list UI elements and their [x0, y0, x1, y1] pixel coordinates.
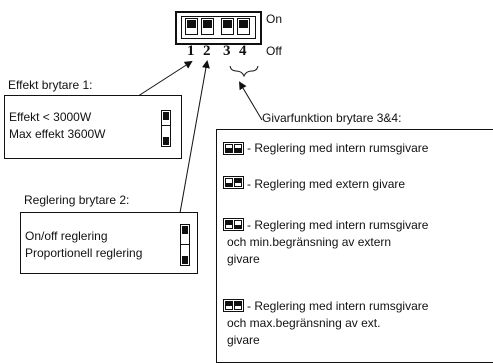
givar-switch-option4-icon [223, 299, 244, 312]
givar-option-4-line-2: och max.begränsning av ext. [227, 316, 381, 330]
dip-off-label: Off [266, 44, 282, 58]
dip-number-1: 1 [187, 43, 195, 59]
reglering-line-1: On/off reglering [25, 229, 108, 243]
reglering-switch-down-icon [180, 244, 190, 266]
dip-switch-1 [185, 18, 198, 35]
givar-box [216, 129, 493, 363]
dip-on-label: On [266, 12, 283, 26]
givar-switch-option3-icon [223, 218, 244, 231]
effekt-line-2: Max effekt 3600W [9, 127, 106, 141]
dip-switch-1-knob [187, 20, 196, 28]
dip-switch-3 [221, 18, 234, 35]
reglering-title: Reglering brytare 2: [24, 193, 130, 207]
reglering-box [20, 212, 198, 274]
givar-option-4-line-1: - Reglering med intern rumsgivare [247, 299, 429, 313]
dip-switch-2-knob [203, 20, 212, 28]
effekt-line-1: Effekt < 3000W [9, 110, 92, 124]
givar-switch-option2-icon [223, 176, 244, 189]
effekt-title: Effekt brytare 1: [8, 78, 93, 92]
givar-title: Givarfunktion brytare 3&4: [262, 111, 402, 125]
effekt-box [4, 95, 182, 159]
dip-switch-2 [201, 18, 214, 35]
dip-number-2: 2 [203, 43, 211, 59]
arrow-to-switch-2 [179, 60, 210, 214]
givar-option-2: - Reglering med extern givare [247, 177, 406, 191]
reglering-line-2: Proportionell reglering [25, 246, 143, 260]
brace-switch-3-4 [229, 65, 259, 78]
givar-option-3-line-3: givare [227, 252, 260, 266]
givar-switch-option1-icon [223, 142, 244, 155]
arrow-to-switch-3-4 [238, 81, 263, 121]
dip-switch-4 [237, 18, 250, 35]
reglering-switch-up-icon [180, 224, 190, 246]
givar-option-1: - Reglering med intern rumsgivare [247, 141, 429, 155]
arrow-to-switch-1 [131, 60, 193, 101]
dip-number-4: 4 [239, 43, 247, 59]
givar-option-3-line-2: och min.begränsning av extern [227, 235, 392, 249]
dip-switch-3-knob [223, 20, 232, 28]
dip-switch-4-knob [239, 20, 248, 28]
dip-number-3: 3 [223, 43, 231, 59]
effekt-switch-down-icon [161, 125, 171, 147]
givar-option-4-line-3: givare [227, 333, 260, 347]
givar-option-3-line-1: - Reglering med intern rumsgivare [247, 218, 429, 232]
